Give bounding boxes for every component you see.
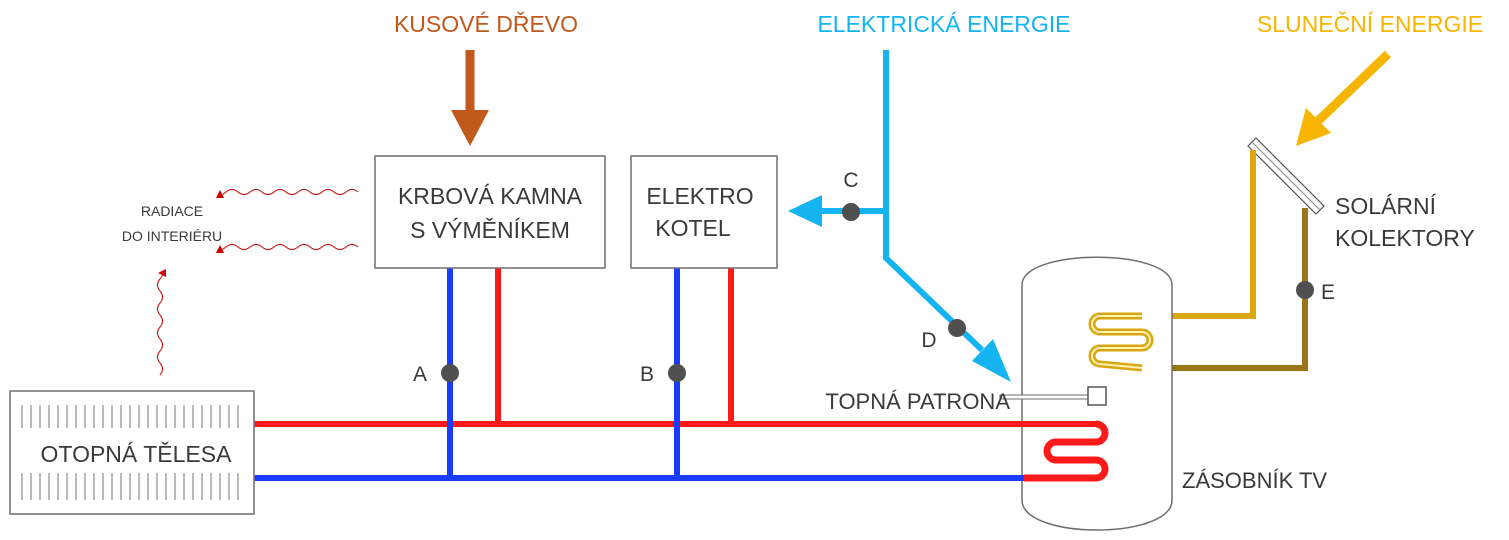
- source-solar-label: SLUNEČNÍ ENERGIE: [1257, 10, 1483, 37]
- node-c: [842, 203, 860, 221]
- wood-arrow: [451, 50, 489, 146]
- node-b: [668, 364, 686, 382]
- source-wood-label: KUSOVÉ DŘEVO: [394, 11, 578, 37]
- radiation-wave-lower: [216, 244, 359, 254]
- node-d: [948, 319, 966, 337]
- fireplace-label-line1: KRBOVÁ KAMNA: [398, 183, 583, 209]
- electric-arrowhead-boiler: [788, 195, 822, 227]
- electric-arrowhead-tank: [972, 339, 1011, 382]
- collectors-label-line1: SOLÁRNÍ: [1335, 193, 1437, 219]
- radiation-wave-upper: [216, 189, 359, 199]
- radiation-waves: [157, 189, 359, 376]
- collectors-label-line2: KOLEKTORY: [1335, 225, 1475, 251]
- tank-label: ZÁSOBNÍK TV: [1182, 468, 1327, 493]
- solar-cold-pipe: [1142, 208, 1308, 371]
- solar-collector-panel: [1247, 137, 1325, 215]
- solar-arrow: [1296, 50, 1392, 146]
- point-d-label: D: [921, 329, 936, 352]
- point-e-label: E: [1321, 281, 1335, 304]
- fireplace-box: [374, 155, 606, 269]
- solar-hot-pipe: [1142, 150, 1256, 319]
- boiler-label-line2: KOTEL: [655, 215, 731, 241]
- radiator-unit: [9, 390, 255, 515]
- radiation-wave-vertical: [157, 269, 167, 376]
- solar-coil: [1088, 312, 1154, 372]
- electric-line: [788, 50, 1011, 382]
- radiation-label-line2: DO INTERIÉRU: [122, 228, 222, 244]
- heating-coil: [1024, 420, 1109, 482]
- point-b-label: B: [640, 363, 654, 386]
- electric-boiler-box: [630, 155, 778, 269]
- node-a: [441, 364, 459, 382]
- boiler-label-line1: ELEKTRO: [646, 183, 753, 209]
- point-a-label: A: [413, 363, 427, 386]
- radiation-label-line1: RADIACE: [141, 203, 203, 219]
- radiators-label: OTOPNÁ TĚLESA: [41, 441, 233, 467]
- fireplace-label-line2: S VÝMĚNÍKEM: [410, 217, 570, 243]
- heating-element: [999, 386, 1107, 406]
- node-e: [1296, 281, 1314, 299]
- source-electric-label: ELEKTRICKÁ ENERGIE: [817, 11, 1070, 37]
- point-c-label: C: [843, 169, 858, 192]
- heater-label: TOPNÁ PATRONA: [825, 389, 1010, 414]
